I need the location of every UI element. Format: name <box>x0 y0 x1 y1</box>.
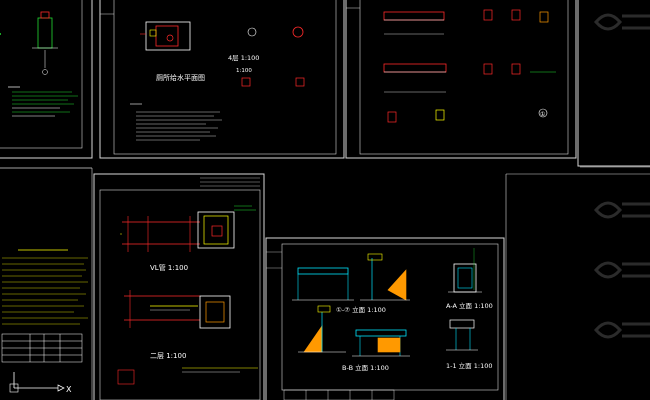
sheet-e-elev-left: ①-⑦ 立面 1:100 <box>336 305 386 314</box>
sheet-e-section-left <box>298 305 346 353</box>
sheet-d-notes <box>182 367 258 373</box>
sheet-e-sec-left: B-B 立面 1:100 <box>342 363 389 372</box>
site-watermark-logo <box>594 13 650 339</box>
sheet-d-title-strip <box>200 177 260 187</box>
sheet-d-plan-lower <box>124 290 231 329</box>
sheet-d-plan-upper <box>120 205 256 252</box>
legend-axis-x: X <box>66 385 72 394</box>
sheet-l[interactable]: X <box>0 167 93 400</box>
sheet-g[interactable] <box>505 173 650 400</box>
sheet-e-elevation-left <box>292 267 354 301</box>
sheet-a[interactable] <box>0 0 93 159</box>
sheet-b-title: 厕所给水平面图 <box>156 73 205 82</box>
ucs-axis-icon <box>9 372 65 393</box>
sheet-e-section-right <box>446 319 478 351</box>
sheet-d-title: VL管 1:100 <box>150 263 188 272</box>
sheet-c[interactable]: ① <box>345 0 577 159</box>
sheet-l-notes <box>2 249 88 325</box>
sheet-e[interactable]: ①-⑦ 立面 1:100 A-A 立面 1:100 B-B 立面 1:100 1… <box>265 237 505 400</box>
sheet-b-notes <box>130 103 222 141</box>
sheet-a-notes <box>8 86 78 117</box>
sheet-e-elevation-right <box>448 248 482 293</box>
sheet-b-scale-b: 1:100 <box>236 68 252 74</box>
sheet-l-table <box>1 333 83 363</box>
sheet-b-scale-a: 4层 1:100 <box>228 54 259 62</box>
sheet-f[interactable] <box>577 0 650 168</box>
sheet-e-section-center <box>352 329 410 357</box>
sheet-e-title-block <box>283 389 395 400</box>
sheet-e-sec-right: 1-1 立面 1:100 <box>446 361 492 370</box>
sheet-b[interactable]: 厕所给水平面图 4层 1:100 1:100 <box>99 0 345 159</box>
sheet-e-elevation-center <box>360 253 410 301</box>
sheet-d-bottom-label: 二层 1:100 <box>150 352 186 360</box>
sheet-e-elev-right: A-A 立面 1:100 <box>446 301 493 310</box>
sheet-c-note-mark: ① <box>540 111 545 118</box>
sheet-d[interactable]: VL管 1:100 二层 1:100 <box>93 173 265 400</box>
